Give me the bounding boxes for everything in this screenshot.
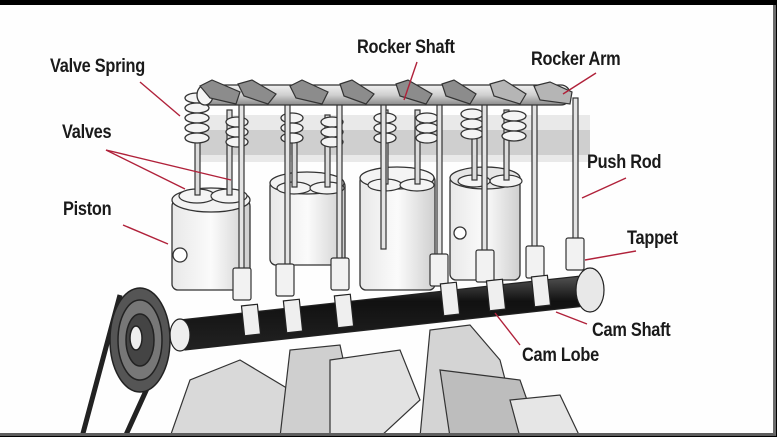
- leader-valves-1: [105, 149, 186, 190]
- label-tappet: Tappet: [627, 228, 678, 249]
- label-rocker-arm: Rocker Arm: [531, 49, 621, 70]
- leader-cam-lobe: [494, 312, 521, 346]
- label-piston: Piston: [63, 199, 112, 220]
- cam-pulley: [80, 287, 171, 433]
- leader-valves-2: [105, 149, 232, 181]
- camshaft: [169, 267, 605, 352]
- leader-lines: [105, 61, 637, 346]
- leader-tappet: [584, 250, 637, 261]
- diagram-frame: Valve Spring Rocker Shaft Rocker Arm Val…: [0, 5, 776, 436]
- label-rocker-shaft: Rocker Shaft: [357, 37, 455, 58]
- leader-piston: [122, 224, 169, 245]
- leader-push-rod: [581, 177, 627, 199]
- tappets: [232, 237, 585, 301]
- leader-cam-shaft: [555, 311, 588, 325]
- rocker-arms: [199, 79, 573, 105]
- label-cam-shaft: Cam Shaft: [592, 320, 671, 341]
- leader-rocker-arm: [562, 72, 597, 95]
- label-push-rod: Push Rod: [587, 152, 662, 173]
- leader-valve-spring: [139, 81, 181, 117]
- label-valve-spring: Valve Spring: [50, 56, 145, 77]
- crankshaft: [170, 324, 579, 433]
- label-cam-lobe: Cam Lobe: [522, 345, 599, 366]
- engine-illustration: [80, 61, 637, 433]
- label-valves: Valves: [62, 122, 112, 143]
- leader-rocker-shaft: [403, 61, 418, 101]
